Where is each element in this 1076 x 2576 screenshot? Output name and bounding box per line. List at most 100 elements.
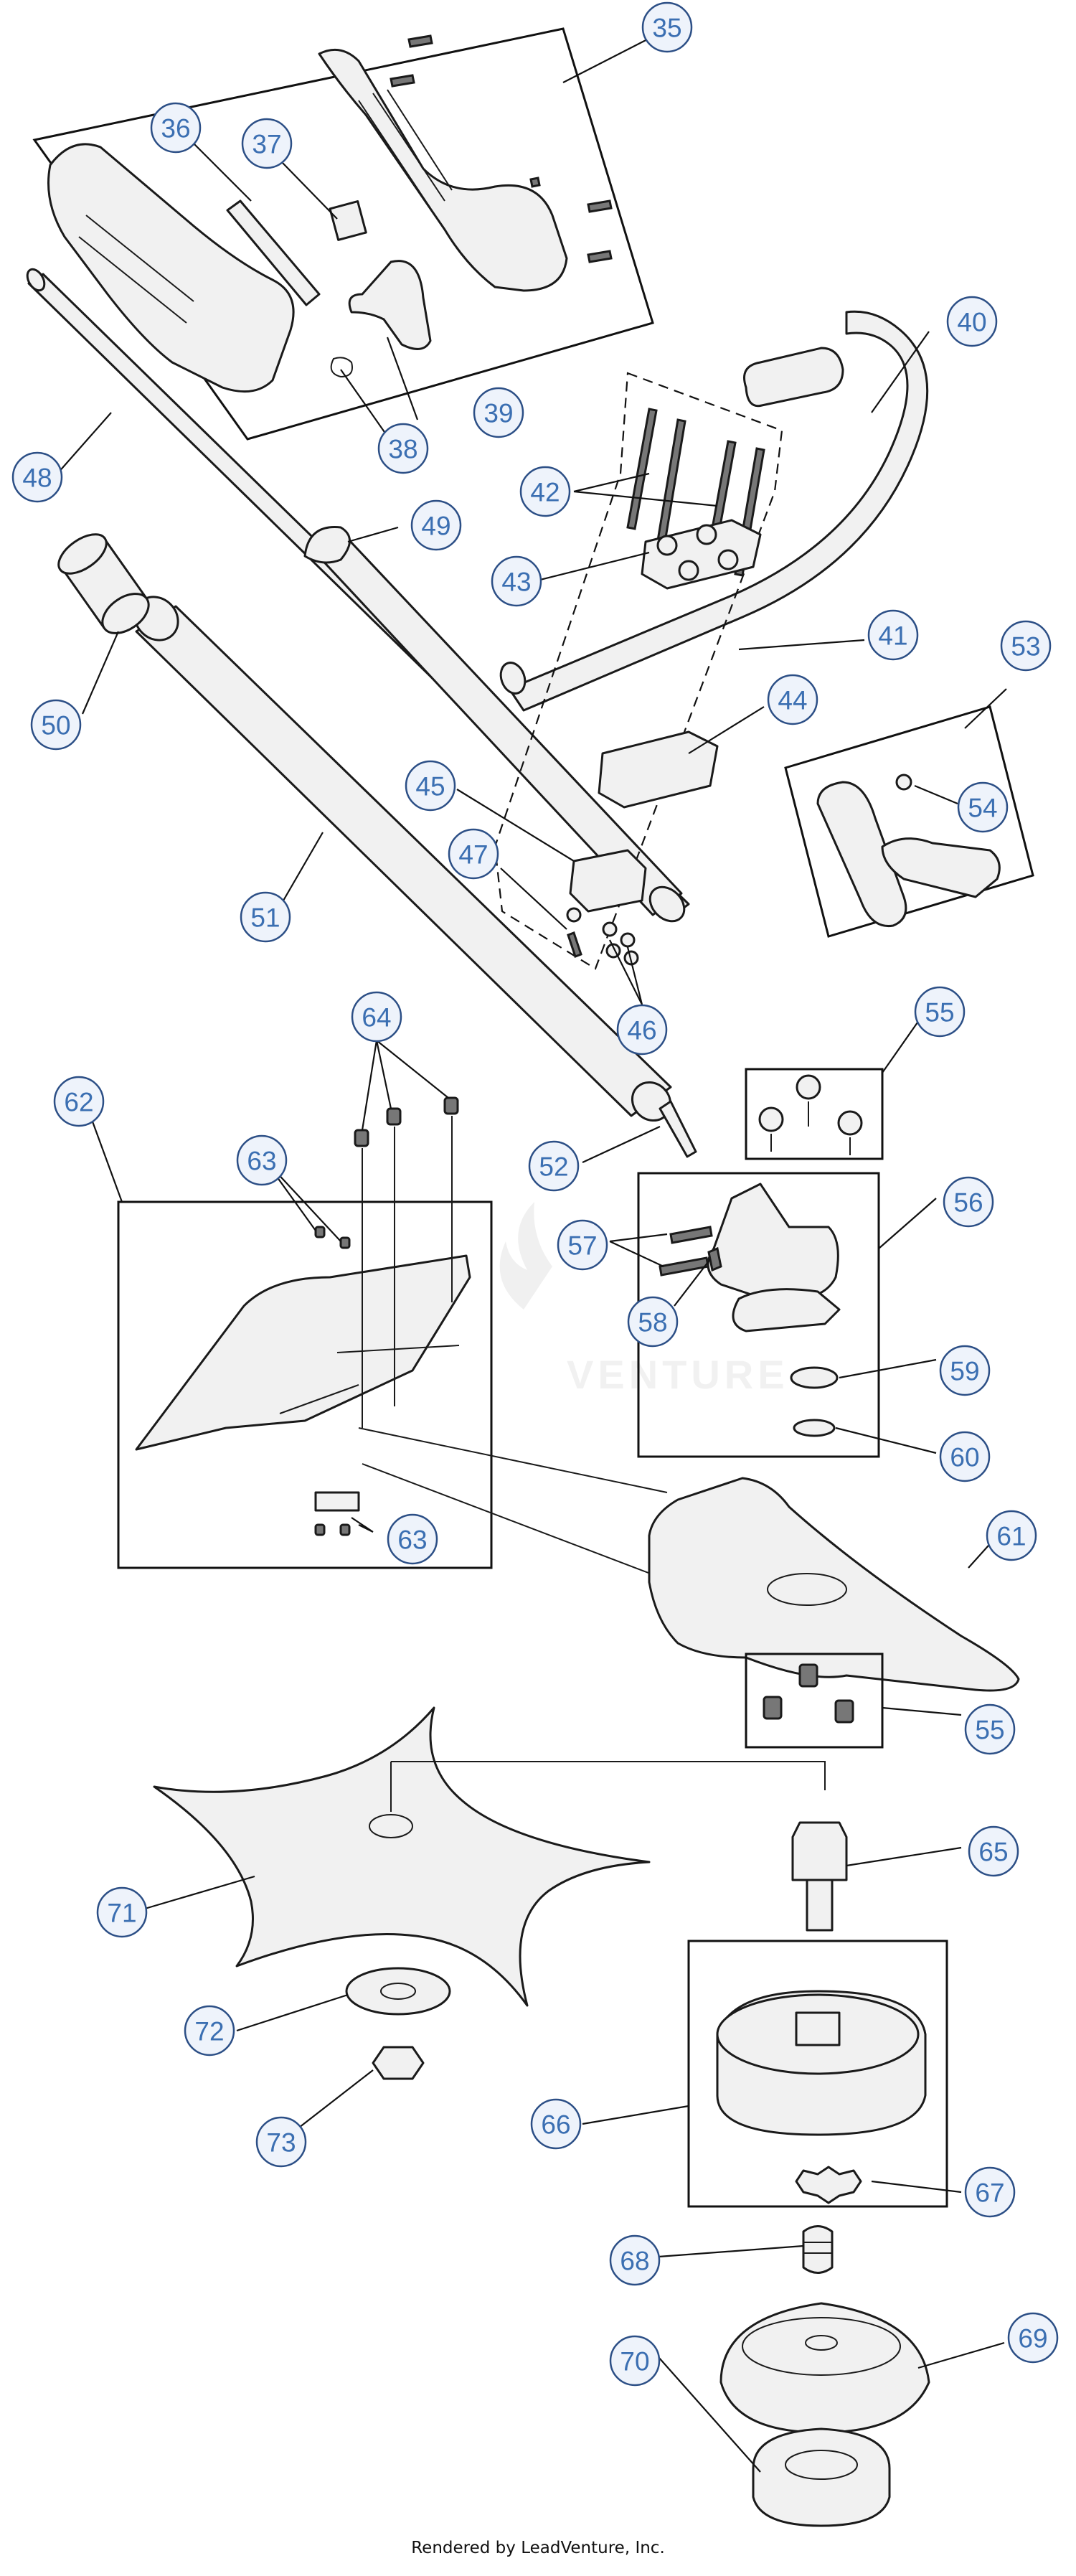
callout-53[interactable]: 53 <box>1000 620 1052 672</box>
callout-bubble <box>241 118 293 169</box>
callout-bubble <box>473 387 524 438</box>
handle-housing-group <box>32 27 654 441</box>
bearing-59 <box>790 1366 839 1389</box>
screw-54 <box>895 774 912 791</box>
callout-number: 69 <box>1018 2324 1047 2354</box>
callout-41[interactable]: 41 <box>867 609 919 661</box>
callout-bubble <box>405 760 456 812</box>
callout-number: 66 <box>541 2110 570 2140</box>
callout-bubble <box>519 466 571 517</box>
callout-number: 35 <box>652 14 681 43</box>
callout-48[interactable]: 48 <box>11 451 63 503</box>
callout-number: 50 <box>41 711 70 741</box>
callout-bubble <box>351 991 402 1043</box>
callout-35[interactable]: 35 <box>641 1 693 53</box>
callout-70[interactable]: 70 <box>609 2335 661 2387</box>
callout-bubble <box>641 1 693 53</box>
callout-bubble <box>957 781 1009 833</box>
callout-69[interactable]: 69 <box>1007 2312 1059 2364</box>
callout-42[interactable]: 42 <box>519 466 571 517</box>
callout-number: 63 <box>247 1147 276 1176</box>
callout-56[interactable]: 56 <box>943 1176 994 1228</box>
callout-60[interactable]: 60 <box>939 1431 991 1482</box>
callout-67[interactable]: 67 <box>964 2166 1016 2218</box>
callout-55a[interactable]: 55 <box>914 986 966 1038</box>
nut-73 <box>372 2046 425 2080</box>
callout-49[interactable]: 49 <box>410 499 462 551</box>
guard-extension-group <box>117 1096 668 1579</box>
callout-bubble <box>11 451 63 503</box>
callout-38[interactable]: 38 <box>377 423 429 474</box>
bolt-57a <box>669 1226 713 1244</box>
callout-57[interactable]: 57 <box>557 1219 608 1271</box>
callout-bubble <box>616 1004 668 1056</box>
callout-64[interactable]: 64 <box>351 991 402 1043</box>
handle-right-half <box>318 48 568 292</box>
callout-43[interactable]: 43 <box>491 555 542 607</box>
callout-number: 68 <box>620 2247 649 2276</box>
callout-63a[interactable]: 63 <box>236 1134 288 1186</box>
throttle-rod <box>226 199 321 306</box>
callout-number: 70 <box>620 2347 649 2377</box>
callout-36[interactable]: 36 <box>150 102 202 154</box>
callout-bubble <box>939 1431 991 1482</box>
callout-45[interactable]: 45 <box>405 760 456 812</box>
callout-61[interactable]: 61 <box>986 1510 1037 1561</box>
lower-shaft <box>57 533 697 1158</box>
callout-bubble <box>410 499 462 551</box>
bolt-57b <box>659 1256 709 1277</box>
gearhead-body <box>707 1183 839 1300</box>
callout-bubble <box>986 1510 1037 1561</box>
callout-number: 58 <box>638 1308 667 1338</box>
callout-number: 53 <box>1011 632 1040 662</box>
callout-52[interactable]: 52 <box>528 1140 580 1192</box>
callout-number: 65 <box>978 1838 1008 1867</box>
lower-clamp-44 <box>598 730 719 809</box>
callout-bubble <box>1000 620 1052 672</box>
callout-37[interactable]: 37 <box>241 118 293 169</box>
callout-bubble <box>240 891 291 943</box>
spool-69 <box>719 2302 930 2434</box>
callout-65[interactable]: 65 <box>968 1825 1019 1877</box>
callout-40[interactable]: 40 <box>946 296 998 347</box>
callout-number: 44 <box>778 686 807 715</box>
callout-68[interactable]: 68 <box>609 2234 661 2286</box>
spring-68 <box>802 2225 834 2274</box>
callout-number: 56 <box>953 1188 983 1218</box>
callout-54[interactable]: 54 <box>957 781 1009 833</box>
callout-bubble <box>557 1219 608 1271</box>
callout-39[interactable]: 39 <box>473 387 524 438</box>
handle-clamp-knob <box>881 837 1001 898</box>
callout-bubble <box>943 1176 994 1228</box>
trigger-spring <box>330 357 353 378</box>
callout-number: 38 <box>388 435 417 464</box>
callout-66[interactable]: 66 <box>530 2098 582 2150</box>
callout-44[interactable]: 44 <box>767 674 818 725</box>
callout-number: 59 <box>950 1357 979 1386</box>
callout-number: 67 <box>975 2178 1004 2208</box>
callout-47[interactable]: 47 <box>448 828 499 880</box>
callout-bubble <box>448 828 499 880</box>
callout-number: 42 <box>530 478 560 507</box>
callout-bubble <box>939 1345 991 1396</box>
callout-58[interactable]: 58 <box>627 1296 679 1348</box>
callout-72[interactable]: 72 <box>184 2005 235 2056</box>
callout-number: 36 <box>161 114 190 144</box>
callout-number: 55 <box>925 998 954 1028</box>
callout-63b[interactable]: 63 <box>387 1513 438 1565</box>
gearhead-base <box>732 1288 841 1332</box>
callout-50[interactable]: 50 <box>30 699 82 751</box>
callout-bubble <box>914 986 966 1038</box>
callout-51[interactable]: 51 <box>240 891 291 943</box>
callout-46[interactable]: 46 <box>616 1004 668 1056</box>
callout-bubble <box>96 1886 148 1938</box>
callout-55b[interactable]: 55 <box>964 1703 1016 1755</box>
callout-73[interactable]: 73 <box>255 2116 307 2168</box>
callout-71[interactable]: 71 <box>96 1886 148 1938</box>
callout-62[interactable]: 62 <box>53 1076 105 1127</box>
callout-59[interactable]: 59 <box>939 1345 991 1396</box>
callout-bubble <box>609 2234 661 2286</box>
callout-number: 55 <box>975 1716 1004 1745</box>
callout-bubble <box>946 296 998 347</box>
callout-bubble <box>964 2166 1016 2218</box>
